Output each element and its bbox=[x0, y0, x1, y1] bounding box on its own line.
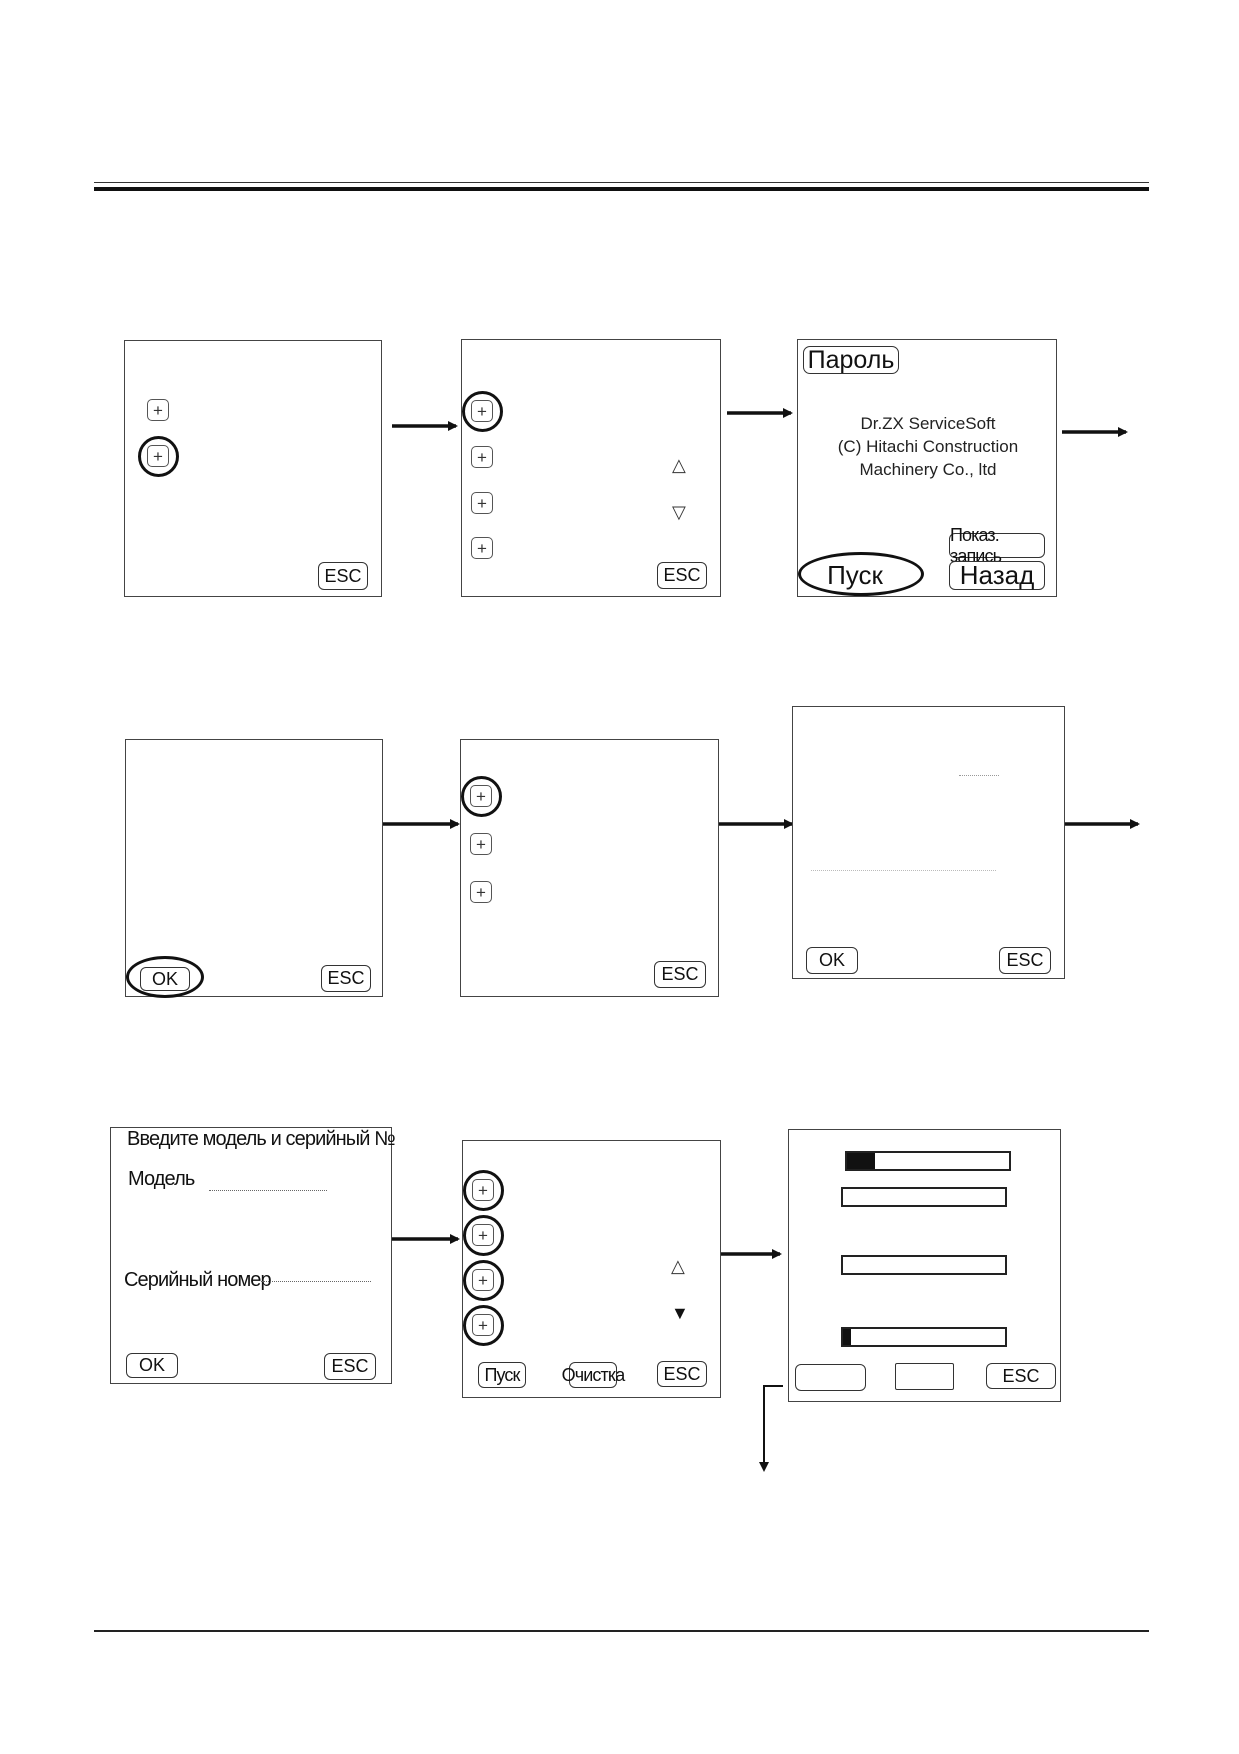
highlight-ring-4 bbox=[463, 1305, 504, 1346]
esc-button[interactable]: ESC bbox=[986, 1363, 1056, 1389]
highlight-ring bbox=[462, 391, 503, 432]
about-line-2: (C) Hitachi Construction bbox=[837, 437, 1019, 456]
scroll-down-icon[interactable]: ▽ bbox=[672, 502, 686, 522]
highlight-ring bbox=[126, 956, 204, 998]
plus-button-3[interactable]: + bbox=[470, 881, 492, 903]
plus-icon: + bbox=[477, 447, 487, 467]
esc-button[interactable]: ESC bbox=[654, 961, 706, 988]
footer-rule bbox=[94, 1630, 1149, 1632]
esc-button[interactable]: ESC bbox=[657, 562, 707, 589]
progress-fill-1 bbox=[847, 1153, 875, 1169]
screen-4: OK ESC bbox=[125, 739, 383, 998]
highlight-ring bbox=[461, 776, 502, 817]
esc-button[interactable]: ESC bbox=[657, 1361, 707, 1387]
plus-icon: + bbox=[477, 493, 487, 513]
scroll-up-icon[interactable]: △ bbox=[672, 455, 686, 475]
field-underline-1 bbox=[959, 775, 999, 776]
plus-button-2[interactable]: + bbox=[471, 446, 493, 468]
start-button[interactable]: Пуск bbox=[478, 1362, 526, 1388]
arrow-9-down bbox=[759, 1385, 783, 1472]
show-record-button[interactable]: Показ. запись bbox=[949, 525, 1045, 566]
field-underline-2 bbox=[811, 870, 996, 871]
model-field[interactable] bbox=[209, 1190, 327, 1191]
plus-button-4[interactable]: + bbox=[471, 537, 493, 559]
scroll-down-icon[interactable]: ▼ bbox=[671, 1303, 689, 1323]
progress-fill-4 bbox=[843, 1329, 852, 1345]
highlight-ring bbox=[798, 552, 924, 596]
ok-button[interactable]: OK bbox=[126, 1353, 178, 1378]
esc-button[interactable]: ESC bbox=[321, 965, 371, 992]
highlight-ring bbox=[138, 436, 179, 477]
highlight-ring-1 bbox=[463, 1170, 504, 1211]
screen-9: ESC bbox=[788, 1129, 1061, 1402]
progress-bar-2 bbox=[841, 1187, 1007, 1207]
highlight-ring-3 bbox=[463, 1260, 504, 1301]
screen-5: + + + ESC bbox=[460, 739, 719, 997]
plus-button-3[interactable]: + bbox=[471, 492, 493, 514]
clear-button[interactable]: Очистка bbox=[562, 1362, 625, 1388]
screen-1: + + ESC bbox=[124, 340, 382, 597]
password-button[interactable]: Пароль bbox=[803, 346, 899, 374]
esc-button[interactable]: ESC bbox=[999, 947, 1051, 974]
plus-icon: + bbox=[476, 834, 486, 854]
esc-button[interactable]: ESC bbox=[318, 562, 368, 590]
progress-bar-1 bbox=[845, 1151, 1011, 1171]
progress-bar-3 bbox=[841, 1255, 1007, 1275]
header-rule-thin bbox=[94, 182, 1149, 183]
prompt-text: Введите модель и серийный № bbox=[127, 1128, 396, 1150]
about-text: Dr.ZX ServiceSoft (C) Hitachi Constructi… bbox=[798, 412, 1058, 481]
scroll-up-icon[interactable]: △ bbox=[671, 1256, 685, 1276]
back-button[interactable]: Назад bbox=[949, 560, 1045, 590]
about-line-1: Dr.ZX ServiceSoft bbox=[860, 414, 996, 433]
model-label: Модель bbox=[128, 1168, 195, 1190]
highlight-ring-2 bbox=[463, 1215, 504, 1256]
plus-button-2[interactable]: + bbox=[470, 833, 492, 855]
plus-icon: + bbox=[477, 538, 487, 558]
plus-icon: + bbox=[153, 400, 163, 420]
plus-icon: + bbox=[476, 882, 486, 902]
screen-2: + + + + △ ▽ ESC bbox=[461, 339, 721, 597]
esc-button[interactable]: ESC bbox=[324, 1353, 376, 1380]
screen-7: Введите модель и серийный № Модель Серий… bbox=[110, 1127, 396, 1384]
header-rule-thick bbox=[94, 187, 1149, 191]
ok-button[interactable]: OK bbox=[806, 947, 858, 974]
serial-field[interactable] bbox=[261, 1281, 371, 1282]
serial-label: Серийный номер bbox=[124, 1269, 272, 1291]
plus-button-1[interactable]: + bbox=[147, 399, 169, 421]
screen-3: Пароль Dr.ZX ServiceSoft (C) Hitachi Con… bbox=[797, 339, 1057, 597]
blank-button-2[interactable] bbox=[895, 1363, 954, 1390]
progress-bar-4 bbox=[841, 1327, 1007, 1347]
screen-6: OK ESC bbox=[792, 706, 1065, 979]
blank-button-1[interactable] bbox=[795, 1364, 866, 1391]
about-line-3: Machinery Co., ltd bbox=[859, 460, 997, 479]
screen-8: + + + + △ ▼ Пуск Очистка ESC bbox=[462, 1140, 721, 1398]
